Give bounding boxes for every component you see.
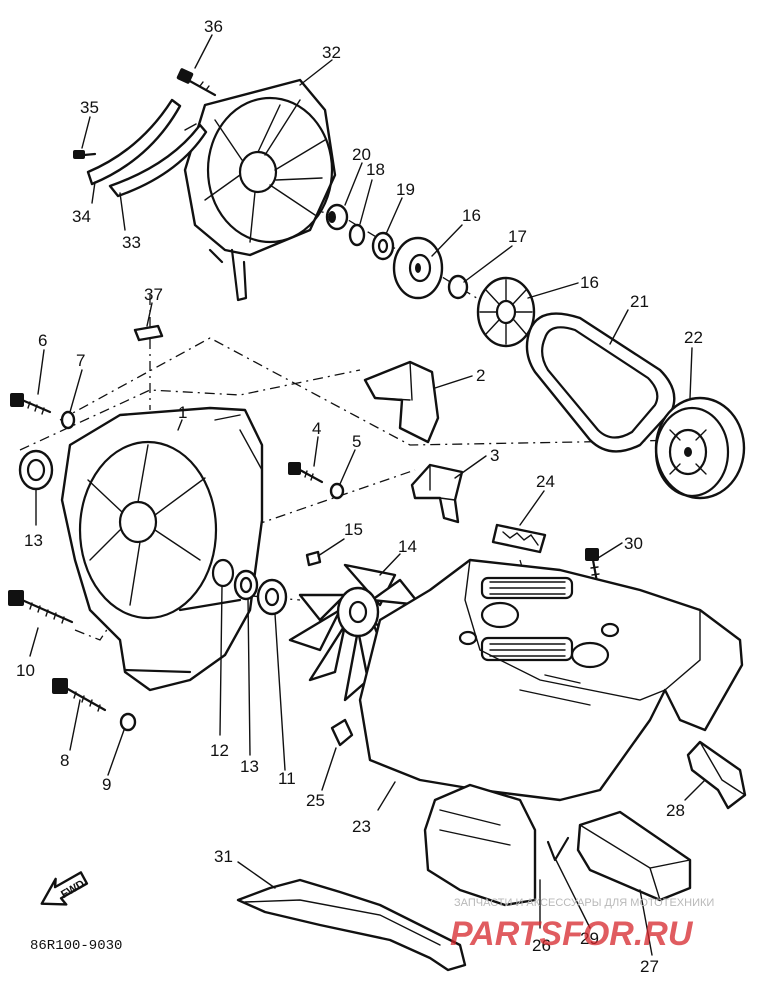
callout-9: 9 <box>102 775 111 794</box>
part-7-washer <box>60 410 76 430</box>
part-16-pulley-half <box>392 236 444 300</box>
part-21-belt <box>525 312 676 453</box>
callout-31: 31 <box>214 847 233 866</box>
part-15-key <box>305 550 322 567</box>
leader-lines <box>29 34 706 956</box>
part-27-pad <box>576 810 692 902</box>
part-2-bracket <box>363 360 440 444</box>
part-3-bracket <box>410 463 464 524</box>
callout-1: 1 <box>178 403 187 422</box>
callout-34: 34 <box>72 207 91 226</box>
part-1-housing <box>60 406 264 692</box>
part-31-shield <box>236 878 467 972</box>
watermark-brand: PARTSFOR.RU <box>450 915 694 953</box>
part-37-plate <box>133 324 164 342</box>
callout-27: 27 <box>640 957 659 976</box>
callout-6: 6 <box>38 331 47 350</box>
callout-3: 3 <box>490 446 499 465</box>
callout-7: 7 <box>76 351 85 370</box>
callout-numbers: 36 32 35 20 18 19 34 33 16 17 16 37 21 2… <box>16 17 703 976</box>
callout-13: 13 <box>240 757 259 776</box>
callout-24: 24 <box>536 472 555 491</box>
callout-21: 21 <box>630 292 649 311</box>
callout-32: 32 <box>322 43 341 62</box>
part-23-cover <box>358 558 744 802</box>
callout-15: 15 <box>344 520 363 539</box>
part-14-fan <box>288 563 422 702</box>
part-5-washer <box>329 482 345 500</box>
callout-10: 10 <box>16 661 35 680</box>
callout-28: 28 <box>666 801 685 820</box>
part-4-bolt <box>288 462 324 484</box>
part-6-bolt <box>10 393 52 415</box>
callout-19: 19 <box>396 180 415 199</box>
callout-4: 4 <box>312 419 321 438</box>
part-24-label-plate <box>491 523 547 554</box>
callout-11: 11 <box>278 769 296 788</box>
part-20-collar <box>325 203 349 231</box>
part-19-washer <box>371 231 395 261</box>
fwd-arrow-icon: FWD <box>40 871 89 906</box>
callout-14: 14 <box>398 537 417 556</box>
callout-23: 23 <box>352 817 371 836</box>
callout-2: 2 <box>476 366 485 385</box>
part-29-clip <box>546 836 570 862</box>
part-13-bearing <box>233 569 259 601</box>
callout-16-ribbed: 16 <box>580 273 599 292</box>
part-18-washer <box>348 223 366 247</box>
callout-22: 22 <box>684 328 703 347</box>
part-11-bearing <box>256 578 288 616</box>
part-34-strip <box>86 98 182 186</box>
diagram-code: 86R100-9030 <box>30 938 122 954</box>
callout-12: 12 <box>210 741 229 760</box>
part-10-bolt <box>8 590 74 624</box>
callout-36: 36 <box>204 17 223 36</box>
part-25-grommet <box>330 718 354 747</box>
part-35-screw <box>73 150 97 159</box>
callout-18: 18 <box>366 160 385 179</box>
part-8-bolt <box>52 678 107 712</box>
callout-20: 20 <box>352 145 371 164</box>
callout-29: 29 <box>580 929 599 948</box>
callout-26: 26 <box>532 936 551 955</box>
part-12-circlip <box>211 558 235 588</box>
part-36-bolt <box>176 68 217 97</box>
part-32-cover <box>183 78 337 302</box>
part-28-duct <box>686 740 747 810</box>
callout-5: 5 <box>352 432 361 451</box>
part-16-pulley-ribbed <box>476 276 536 348</box>
callout-35: 35 <box>80 98 99 117</box>
part-17-spacer <box>447 274 469 300</box>
callout-33: 33 <box>122 233 141 252</box>
watermark-tagline: ЗАПЧАСТИ И АКСЕССУАРЫ ДЛЯ МОТОТЕХНИКИ <box>454 897 714 909</box>
callout-17: 17 <box>508 227 527 246</box>
callout-30: 30 <box>624 534 643 553</box>
callout-37: 37 <box>144 285 163 304</box>
watermark: ЗАПЧАСТИ И АКСЕССУАРЫ ДЛЯ МОТОТЕХНИКИ PA… <box>450 897 714 953</box>
part-13-bearing-left <box>18 449 54 491</box>
part-9-washer <box>119 712 137 732</box>
callout-13-left: 13 <box>24 531 43 550</box>
part-33-strip <box>108 123 208 198</box>
part-22-pulley <box>654 396 746 500</box>
callout-16-top: 16 <box>462 206 481 225</box>
part-26-panel <box>423 783 537 907</box>
callout-8: 8 <box>60 751 69 770</box>
callout-25: 25 <box>306 791 325 810</box>
